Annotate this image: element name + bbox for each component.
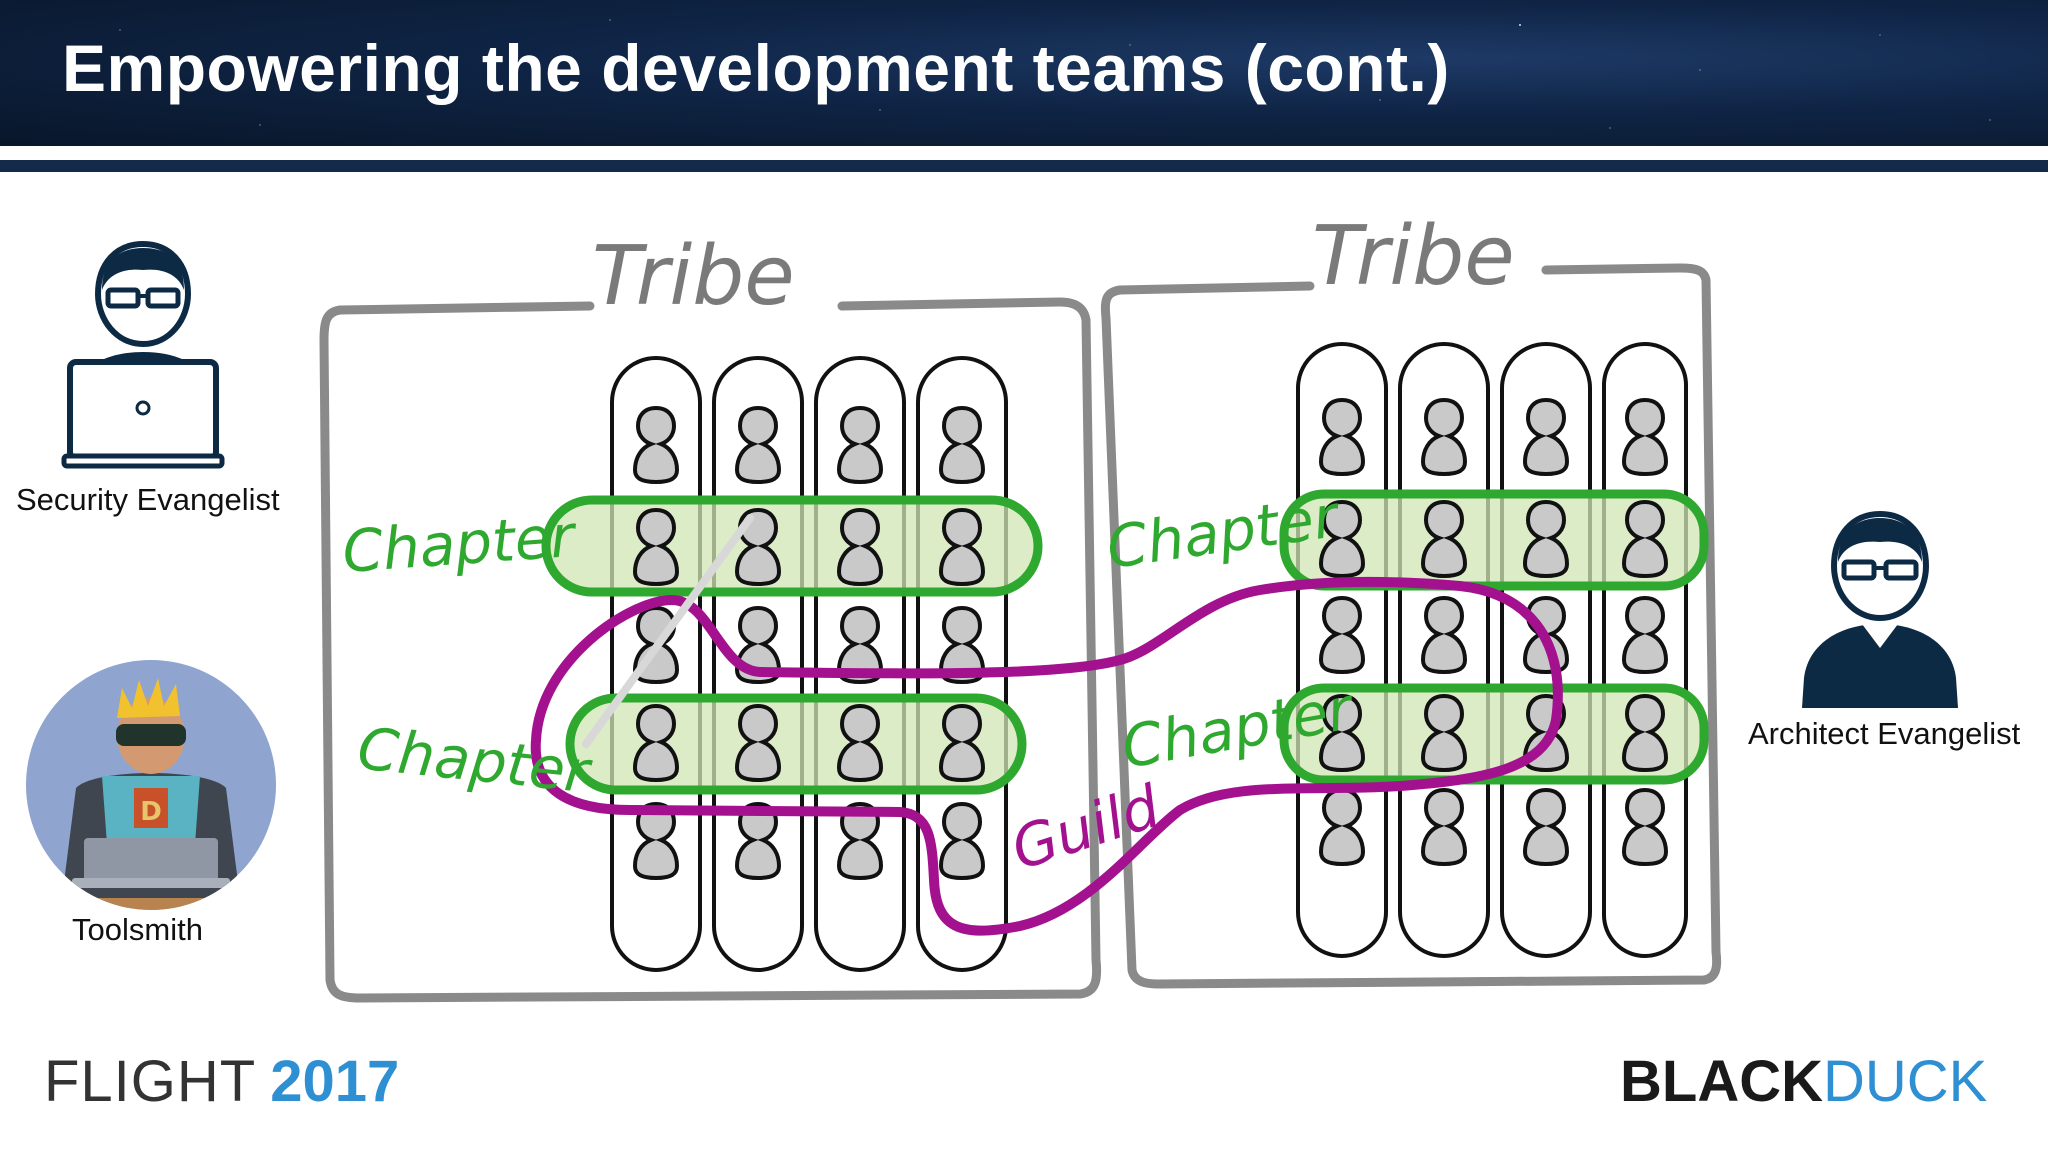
- chapter-band-4: [1279, 683, 1709, 785]
- event-name: FLIGHT: [44, 1049, 257, 1114]
- event-year: 2017: [270, 1049, 400, 1114]
- svg-text:D: D: [140, 797, 162, 827]
- guild-loop: [530, 576, 1563, 936]
- tribe-right-label: Tribe: [1312, 209, 1515, 304]
- tribe-right-box: [1100, 263, 1722, 989]
- pointer-stick: [582, 514, 754, 748]
- tribe-left-box: [319, 297, 1102, 1003]
- brand-duck-text: DUCK: [1822, 1049, 1988, 1114]
- guild-label: Guild: [1003, 772, 1169, 884]
- chapter-label-1: Chapter: [340, 502, 579, 586]
- brand-logo: BLACKDUCK: [1620, 1050, 1987, 1129]
- chapter-band-3: [1279, 489, 1709, 591]
- toolsmith-label: Toolsmith: [72, 912, 203, 947]
- header-band: Empowering the development teams (cont.): [0, 0, 2048, 146]
- person-laptop-icon: [61, 240, 225, 469]
- tribe-left-label: Tribe: [592, 229, 795, 324]
- toolsmith-avatar-icon: D: [26, 660, 276, 910]
- chapter-label-2: Chapter: [355, 714, 596, 806]
- chapter-band-2: [565, 693, 1027, 795]
- starfield-background: [0, 0, 2048, 146]
- slide-title: Empowering the development teams (cont.): [62, 31, 1450, 105]
- architect-evangelist-label: Architect Evangelist: [1748, 716, 2021, 751]
- header-underline: [0, 160, 2048, 172]
- header-divider: [0, 146, 2048, 160]
- tribe-chapter-guild-diagram: Tribe Tribe: [319, 209, 1722, 1003]
- security-evangelist-label: Security Evangelist: [16, 482, 280, 517]
- brand-black-text: BLACK: [1620, 1049, 1823, 1114]
- person-bust-icon: [1802, 510, 1958, 708]
